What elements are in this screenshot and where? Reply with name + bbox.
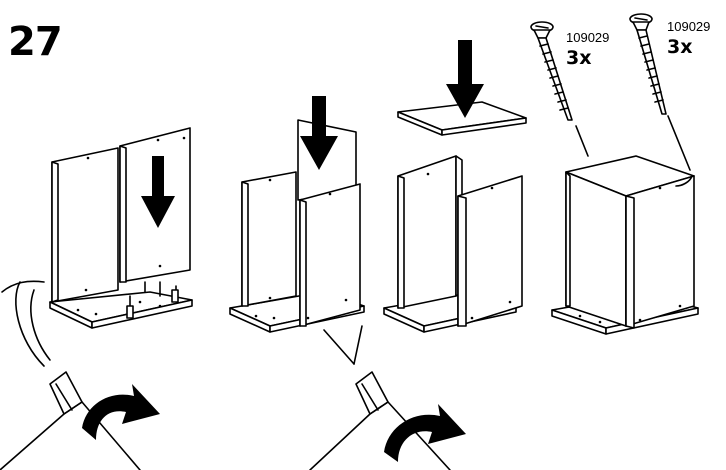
screw-icon [630, 14, 666, 114]
rotate-arrow-icon [82, 384, 160, 440]
arrow-down-icon [141, 156, 175, 228]
screw-quantity-2: 3x [667, 36, 693, 58]
panel-3-frame [384, 40, 526, 332]
screwdriver-icon [0, 281, 160, 470]
arrow-down-icon [446, 40, 484, 118]
screwdriver-icon [310, 372, 466, 470]
screw-icon [531, 22, 572, 120]
screw-quantity-1: 3x [566, 47, 592, 69]
panel-2-frame [230, 96, 364, 364]
rotate-arrow-icon [384, 404, 466, 462]
panel-4-frame [552, 116, 698, 334]
arrow-down-icon [300, 96, 338, 170]
step-number: 27 [8, 19, 63, 65]
panel-1-frame [50, 128, 192, 328]
screw-part-number-2: 109029 [667, 19, 711, 34]
screw-part-number-1: 109029 [566, 30, 610, 45]
